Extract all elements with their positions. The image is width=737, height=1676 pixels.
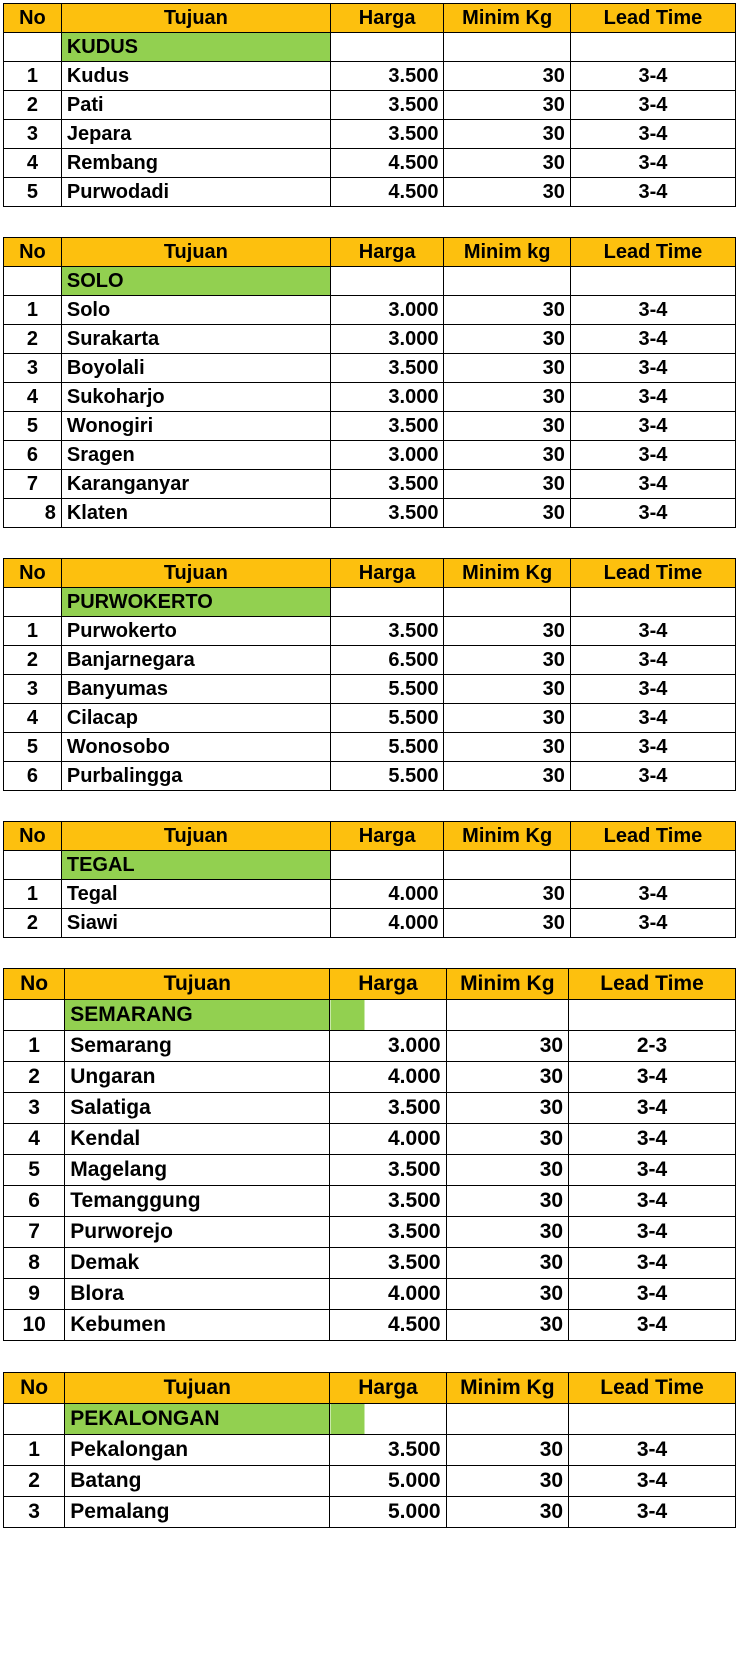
table-header-row: No Tujuan Harga Minim Kg Lead Time — [3, 821, 737, 851]
region-label: SEMARANG — [64, 999, 331, 1031]
header-lead-time: Lead Time — [569, 237, 737, 267]
header-tujuan: Tujuan — [64, 1372, 331, 1404]
region-label: PURWOKERTO — [60, 587, 331, 617]
region-label: TEGAL — [60, 850, 331, 880]
table-row: 3 Jepara 3.500 30 3-4 — [3, 119, 737, 149]
table-row: 1 Pekalongan 3.500 30 3-4 — [2, 1434, 736, 1466]
region-row: SEMARANG — [2, 999, 736, 1031]
region-row: PEKALONGAN — [2, 1403, 736, 1435]
rate-table-tegal: No Tujuan Harga Minim Kg Lead Time TEGAL… — [3, 821, 737, 938]
table-row: 6 Sragen 3.000 30 3-4 — [3, 440, 737, 470]
header-harga: Harga — [329, 821, 445, 851]
header-tujuan: Tujuan — [60, 3, 331, 33]
region-label: SOLO — [60, 266, 331, 296]
header-minim-kg: Minim kg — [443, 237, 571, 267]
large-tables: No Tujuan Harga Minim Kg Lead Time SEMAR… — [2, 968, 736, 1528]
header-no: No — [3, 237, 62, 267]
rate-table-semarang: No Tujuan Harga Minim Kg Lead Time SEMAR… — [2, 968, 736, 1341]
table-row: 2 Pati 3.500 30 3-4 — [3, 90, 737, 120]
table-row: 5 Wonogiri 3.500 30 3-4 — [3, 411, 737, 441]
region-row: KUDUS — [3, 32, 737, 62]
table-row: 1 Solo 3.000 30 3-4 — [3, 295, 737, 325]
header-lead-time: Lead Time — [569, 558, 737, 588]
header-no: No — [3, 3, 62, 33]
header-lead-time: Lead Time — [568, 968, 736, 1000]
header-harga: Harga — [329, 1372, 447, 1404]
table-row: 1 Tegal 4.000 30 3-4 — [3, 879, 737, 909]
region-label: PEKALONGAN — [64, 1403, 331, 1435]
header-harga: Harga — [329, 3, 445, 33]
region-row: PURWOKERTO — [3, 587, 737, 617]
header-tujuan: Tujuan — [60, 821, 331, 851]
region-label: KUDUS — [60, 32, 331, 62]
table-row: 3 Banyumas 5.500 30 3-4 — [3, 674, 737, 704]
table-header-row: No Tujuan Harga Minim kg Lead Time — [3, 237, 737, 267]
table-row: 4 Sukoharjo 3.000 30 3-4 — [3, 382, 737, 412]
table-row: 8 Klaten 3.500 30 3-4 — [3, 498, 737, 528]
table-row: 2 Surakarta 3.000 30 3-4 — [3, 324, 737, 354]
table-row: 5 Purwodadi 4.500 30 3-4 — [3, 177, 737, 207]
table-row: 6 Temanggung 3.500 30 3-4 — [2, 1185, 736, 1217]
table-row: 2 Banjarnegara 6.500 30 3-4 — [3, 645, 737, 675]
table-row: 3 Pemalang 5.000 30 3-4 — [2, 1496, 736, 1528]
table-gap — [3, 528, 736, 558]
rate-table-purwokerto: No Tujuan Harga Minim Kg Lead Time PURWO… — [3, 558, 737, 791]
table-row: 7 Karanganyar 3.500 30 3-4 — [3, 469, 737, 499]
header-harga: Harga — [329, 968, 447, 1000]
header-minim-kg: Minim Kg — [443, 558, 571, 588]
header-minim-kg: Minim Kg — [443, 821, 571, 851]
rate-table-kudus: No Tujuan Harga Minim Kg Lead Time KUDUS… — [3, 3, 737, 207]
table-row: 2 Batang 5.000 30 3-4 — [2, 1465, 736, 1497]
header-minim-kg: Minim Kg — [445, 968, 570, 1000]
table-header-row: No Tujuan Harga Minim Kg Lead Time — [3, 558, 737, 588]
table-row: 4 Cilacap 5.500 30 3-4 — [3, 703, 737, 733]
table-row: 1 Purwokerto 3.500 30 3-4 — [3, 616, 737, 646]
header-tujuan: Tujuan — [60, 237, 331, 267]
rate-tables: No Tujuan Harga Minim Kg Lead Time KUDUS… — [2, 3, 737, 1528]
table-row: 2 Siawi 4.000 30 3-4 — [3, 908, 737, 938]
table-header-row: No Tujuan Harga Minim Kg Lead Time — [2, 968, 736, 1000]
table-row: 3 Boyolali 3.500 30 3-4 — [3, 353, 737, 383]
header-lead-time: Lead Time — [569, 3, 737, 33]
table-row: 7 Purworejo 3.500 30 3-4 — [2, 1216, 736, 1248]
table-row: 5 Wonosobo 5.500 30 3-4 — [3, 732, 737, 762]
header-no: No — [3, 821, 62, 851]
table-row: 3 Salatiga 3.500 30 3-4 — [2, 1092, 736, 1124]
table-row: 10 Kebumen 4.500 30 3-4 — [2, 1309, 736, 1341]
rate-table-pekalongan: No Tujuan Harga Minim Kg Lead Time PEKAL… — [2, 1372, 736, 1528]
table-row: 4 Kendal 4.000 30 3-4 — [2, 1123, 736, 1155]
header-tujuan: Tujuan — [64, 968, 331, 1000]
table-row: 1 Semarang 3.000 30 2-3 — [2, 1030, 736, 1062]
header-lead-time: Lead Time — [568, 1372, 736, 1404]
header-harga: Harga — [329, 558, 445, 588]
table-row: 5 Magelang 3.500 30 3-4 — [2, 1154, 736, 1186]
table-row: 6 Purbalingga 5.500 30 3-4 — [3, 761, 737, 791]
rate-table-solo: No Tujuan Harga Minim kg Lead Time SOLO … — [3, 237, 737, 528]
table-gap — [3, 938, 736, 968]
header-no: No — [2, 968, 66, 1000]
table-gap — [3, 1341, 736, 1372]
table-row: 1 Kudus 3.500 30 3-4 — [3, 61, 737, 91]
table-gap — [3, 791, 736, 821]
header-minim-kg: Minim Kg — [443, 3, 571, 33]
region-row: TEGAL — [3, 850, 737, 880]
table-row: 9 Blora 4.000 30 3-4 — [2, 1278, 736, 1310]
header-no: No — [2, 1372, 66, 1404]
table-gap — [3, 207, 736, 237]
header-harga: Harga — [329, 237, 445, 267]
table-row: 4 Rembang 4.500 30 3-4 — [3, 148, 737, 178]
table-header-row: No Tujuan Harga Minim Kg Lead Time — [3, 3, 737, 33]
table-header-row: No Tujuan Harga Minim Kg Lead Time — [2, 1372, 736, 1404]
region-row: SOLO — [3, 266, 737, 296]
header-lead-time: Lead Time — [569, 821, 737, 851]
table-row: 2 Ungaran 4.000 30 3-4 — [2, 1061, 736, 1093]
header-minim-kg: Minim Kg — [445, 1372, 570, 1404]
header-no: No — [3, 558, 62, 588]
header-tujuan: Tujuan — [60, 558, 331, 588]
table-row: 8 Demak 3.500 30 3-4 — [2, 1247, 736, 1279]
